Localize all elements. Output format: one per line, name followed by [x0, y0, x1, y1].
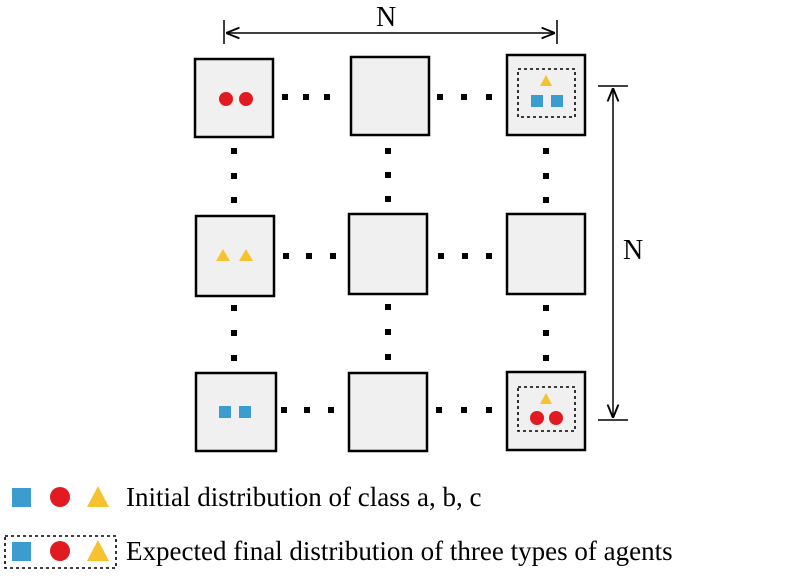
cell-bottom-left: [194, 371, 278, 453]
class-c-agent: [239, 249, 253, 261]
legend-expected-text: Expected final distribution of three typ…: [126, 536, 673, 566]
class-a-agent: [551, 95, 563, 107]
class-b-agent: [239, 92, 253, 106]
legend-initial-text: Initial distribution of class a, b, c: [126, 482, 481, 512]
cell-top-right: [505, 53, 587, 137]
cell-middle-left: [194, 214, 276, 298]
legend-dashed-box: [4, 535, 117, 569]
legend-square-icon: [12, 488, 31, 507]
class-a-agent: [219, 406, 231, 418]
class-b-agent: [219, 92, 233, 106]
right-dimension-label: N: [623, 235, 643, 266]
class-a-agent: [531, 95, 543, 107]
legend-circle-icon: [50, 487, 70, 507]
cell-top-left: [193, 57, 275, 139]
class-c-agent: [540, 75, 552, 86]
legend-square-icon: [12, 542, 31, 561]
horizontal-dots: [281, 94, 492, 413]
right-dimension: N: [598, 85, 643, 421]
vertical-dots: [231, 148, 549, 361]
legend-triangle-icon: [87, 540, 109, 561]
top-dimension: N: [223, 2, 558, 44]
legend-triangle-icon: [87, 486, 109, 507]
expected-group-top-right: [517, 68, 576, 118]
cell-top-middle: [349, 55, 431, 137]
class-c-agent: [540, 393, 552, 404]
class-b-agent: [530, 411, 544, 425]
cell-middle-middle: [347, 212, 429, 296]
cell-bottom-middle: [347, 371, 429, 453]
cell-bottom-right: [505, 370, 587, 452]
class-b-agent: [549, 411, 563, 425]
top-dimension-label: N: [376, 2, 396, 33]
class-a-agent: [239, 406, 251, 418]
cell-middle-right: [505, 212, 587, 296]
legend: Initial distribution of class a, b, c Ex…: [4, 482, 673, 569]
class-c-agent: [216, 249, 230, 261]
expected-group-bottom-right: [517, 386, 576, 432]
legend-circle-icon: [50, 541, 70, 561]
